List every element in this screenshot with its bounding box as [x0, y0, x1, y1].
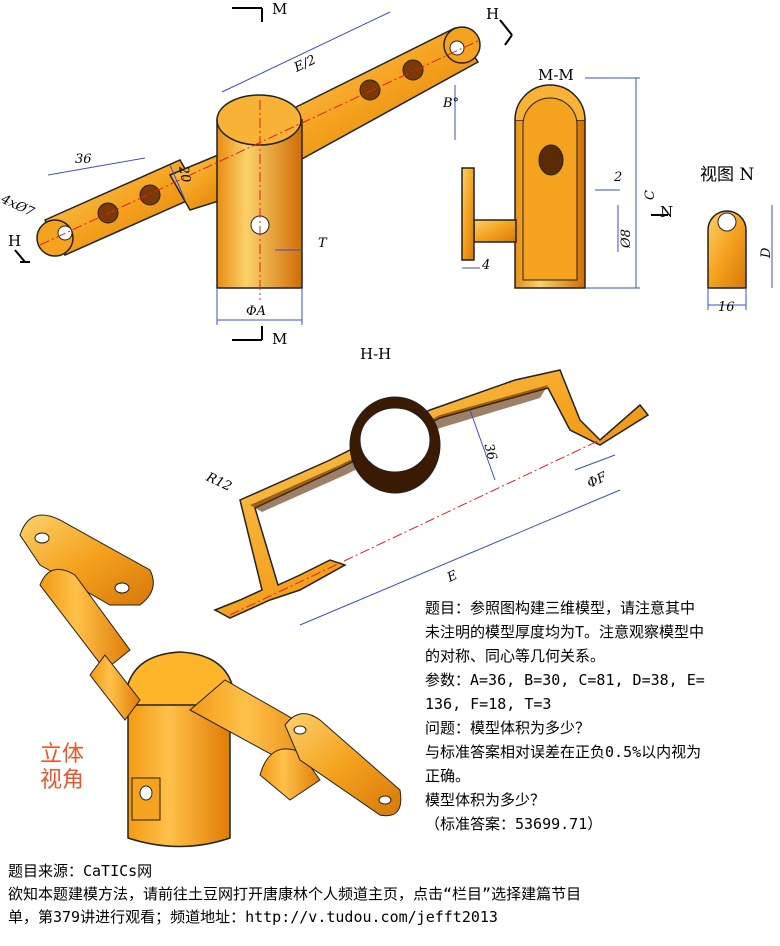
vertical-cylinder [216, 94, 303, 289]
dim-d: D [759, 247, 774, 258]
problem-line: 题目：参照图构建三维模型，请注意其中 [425, 599, 696, 617]
main-view [14, 7, 513, 341]
dim-phi8: Ø8 [619, 229, 634, 248]
footer-line: 题目来源：CaTICs网 [8, 862, 153, 880]
problem-line: 参数：A=36, B=30, C=81, D=38, E= [425, 671, 705, 689]
section-marker-h [14, 19, 513, 263]
footer-line: 欲知本题建模方法，请前往土豆网打开唐康林个人频道主页，点击“栏目”选择建篇节目 [8, 885, 582, 903]
section-marker-m [232, 7, 263, 341]
problem-statement: 题目：参照图构建三维模型，请注意其中 未注明的模型厚度均为T。注意观察模型中 的… [425, 596, 775, 836]
iso-label-line: 立体 [40, 742, 85, 767]
iso-view-label: 立体 视角 [40, 742, 84, 794]
footer-line: 单，第379讲进行观看；频道地址：http://v.tudou.com/jeff… [8, 908, 498, 926]
problem-line: 模型体积为多少？ [425, 791, 546, 809]
view-n [707, 205, 773, 310]
dim-16: 16 [718, 300, 735, 315]
label-m-bottom: M [272, 330, 288, 348]
main-dimensions [47, 11, 456, 325]
label-n-arrow: N [660, 203, 674, 221]
problem-line: 的对称、同心等几何关系。 [425, 647, 606, 665]
dim-20: 20 [175, 165, 193, 184]
label-view-n: 视图 N [700, 165, 755, 185]
problem-line: （标准答案：53699.71） [425, 815, 603, 833]
label-m-top: M [272, 0, 288, 18]
dim-t: T [318, 236, 327, 251]
section-hh-view [213, 369, 650, 626]
label-section-hh: H-H [360, 345, 392, 363]
dim-4: 4 [482, 258, 491, 273]
main-centerlines [39, 39, 481, 300]
problem-line: 与标准答案相对误差在正负0.5%以内视为 [425, 743, 702, 761]
iso-label-line: 视角 [40, 768, 85, 793]
dim-c: C [643, 190, 658, 200]
problem-line: 正确。 [425, 767, 471, 785]
dim-phi-a: ΦA [246, 304, 267, 319]
label-h-left: H [8, 232, 22, 250]
section-mm-view [461, 77, 668, 289]
isometric-view [19, 514, 402, 848]
source-footer: 题目来源：CaTICs网 欲知本题建模方法，请前往土豆网打开唐康林个人频道主页，… [8, 860, 778, 929]
problem-line: 问题：模型体积为多少？ [425, 719, 591, 737]
dim-36: 36 [75, 152, 92, 167]
problem-line: 未注明的模型厚度均为T。注意观察模型中 [425, 623, 705, 641]
label-section-mm: M-M [538, 66, 574, 84]
label-h-right: H [486, 5, 500, 23]
problem-line: 136, F=18, T=3 [425, 695, 552, 713]
left-arm [36, 148, 239, 257]
dim-b-angle: B° [443, 96, 460, 111]
dim-2: 2 [614, 170, 623, 185]
